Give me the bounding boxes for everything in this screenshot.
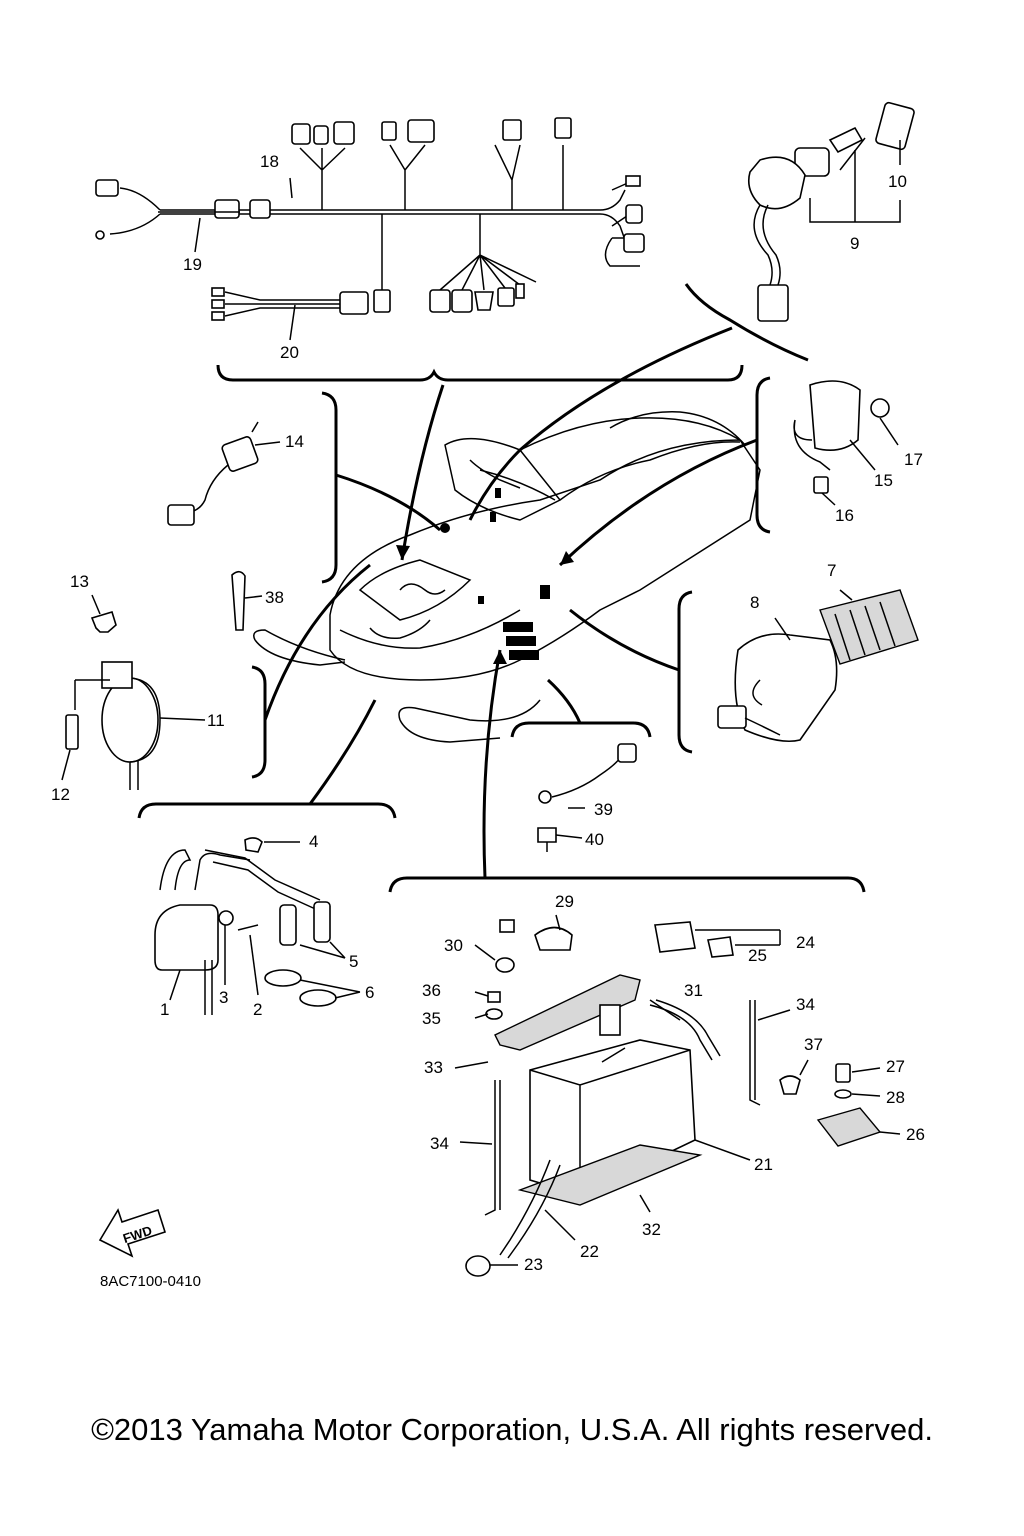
label-part-34-right: 34 [796, 995, 815, 1014]
diagram-code: 8AC7100-0410 [100, 1273, 201, 1290]
kill-switch-group [167, 421, 259, 631]
label-part-15: 15 [874, 471, 893, 490]
label-part-20: 20 [280, 343, 299, 362]
label-part-6: 6 [365, 983, 374, 1002]
label-part-10: 10 [888, 172, 907, 191]
label-part-27: 27 [886, 1057, 905, 1076]
leader-lines [61, 137, 901, 1266]
label-part-17: 17 [904, 450, 923, 469]
label-part-8: 8 [750, 593, 759, 612]
relay-unit-group [793, 380, 890, 494]
horn-group [65, 611, 161, 790]
sensor-group [537, 743, 637, 852]
label-part-2: 2 [253, 1000, 262, 1019]
label-part-22: 22 [580, 1242, 599, 1261]
label-part-7: 7 [827, 561, 836, 580]
label-part-23: 23 [524, 1255, 543, 1274]
label-part-18: 18 [260, 152, 279, 171]
fwd-arrow: FWD [98, 1208, 167, 1258]
snowmobile-body [253, 411, 761, 743]
battery-group [465, 919, 882, 1277]
label-part-40: 40 [585, 830, 604, 849]
copyright-notice: ©2013 Yamaha Motor Corporation, U.S.A. A… [91, 1412, 933, 1447]
label-part-30: 30 [444, 936, 463, 955]
label-part-12: 12 [51, 785, 70, 804]
label-part-28: 28 [886, 1088, 905, 1107]
label-part-16: 16 [835, 506, 854, 525]
label-part-33: 33 [424, 1058, 443, 1077]
label-part-13: 13 [70, 572, 89, 591]
label-part-5: 5 [349, 952, 358, 971]
label-part-35: 35 [422, 1009, 441, 1028]
label-part-9: 9 [850, 234, 859, 253]
label-part-3: 3 [219, 988, 228, 1007]
label-part-14: 14 [285, 432, 304, 451]
label-part-38: 38 [265, 588, 284, 607]
label-part-11: 11 [207, 711, 225, 730]
label-part-29: 29 [555, 892, 574, 911]
section-brackets [137, 283, 866, 893]
label-part-4: 4 [309, 832, 318, 851]
label-part-34-left: 34 [430, 1134, 449, 1153]
label-part-25: 25 [748, 946, 767, 965]
label-part-37: 37 [804, 1035, 823, 1054]
label-part-19: 19 [183, 255, 202, 274]
wire-harness-group [95, 117, 645, 321]
label-part-24: 24 [796, 933, 815, 952]
main-switch-group [747, 101, 915, 322]
label-part-39: 39 [594, 800, 613, 819]
label-part-32: 32 [642, 1220, 661, 1239]
label-part-21: 21 [754, 1155, 773, 1174]
part-labels: 1 2 3 4 5 6 7 8 9 10 11 12 13 14 15 16 1… [51, 152, 925, 1290]
label-part-36: 36 [422, 981, 441, 1000]
cdi-regulator-group [717, 589, 919, 743]
ignition-coil-group [154, 837, 337, 1015]
label-part-26: 26 [906, 1125, 925, 1144]
label-part-31: 31 [684, 981, 703, 1000]
label-part-1: 1 [160, 1000, 169, 1019]
